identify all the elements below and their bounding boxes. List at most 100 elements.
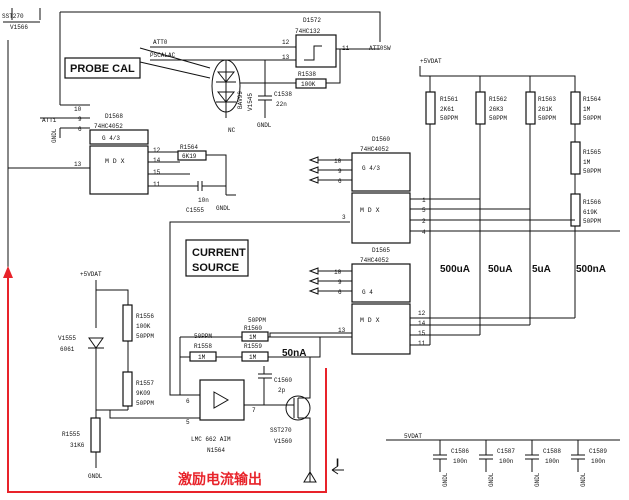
r1557-value: 9K09 — [136, 390, 151, 397]
r1563-value: 261K — [538, 106, 553, 113]
r1556-value: 100K — [136, 323, 151, 330]
c1586-value: 100n — [453, 458, 468, 465]
r1562-resistor — [475, 91, 486, 125]
r1555-gndl: GNDL — [88, 473, 103, 480]
d1565-pin-11: 11 — [418, 340, 426, 347]
d1560-input-arrows — [308, 156, 319, 184]
r1555-ref: R1555 — [62, 431, 80, 438]
d1572-ref: D1572 — [303, 17, 321, 24]
r1555-resistor — [90, 417, 101, 453]
v1560-ref: V1560 — [274, 438, 292, 445]
current-source-box — [185, 239, 249, 277]
c1589-gndl: GNDL — [580, 472, 587, 487]
r1562-ref: R1562 — [489, 96, 507, 103]
d1560-pin-1: 1 — [422, 197, 426, 204]
c1538-value: 22n — [276, 101, 287, 108]
r1556-r1557-wires — [96, 341, 200, 419]
c1588-ref: C1588 — [543, 448, 561, 455]
d1560-input-wires — [318, 159, 352, 181]
c1589-value: 100n — [591, 458, 606, 465]
c1538-gndl: GNDL — [257, 122, 272, 129]
d1560-pin-2: 2 — [422, 218, 426, 225]
r1556-ref: R1556 — [136, 313, 154, 320]
r1538-ref: R1538 — [298, 71, 316, 78]
att0-pscalac-wires — [150, 46, 296, 61]
r1560-ref: R1560 — [244, 325, 262, 332]
range-50ua: 50uA — [488, 264, 512, 275]
d1560-mdx: M D X — [360, 207, 380, 214]
d1565-control — [351, 263, 411, 303]
r1566-value: 619K — [583, 209, 598, 216]
r1565-ref: R1565 — [583, 149, 601, 156]
c1586-ref: C1586 — [451, 448, 469, 455]
bav99-ref: BAV99 — [237, 91, 244, 109]
pscalac-signal: PSCALAC — [150, 52, 176, 59]
d1572-part: 74HC132 — [295, 28, 321, 35]
d1568-pin-12: 12 — [153, 147, 161, 154]
d1568-pin-15: 15 — [153, 169, 161, 176]
r1566-resistor — [570, 193, 581, 227]
excitation-arrow-icon — [3, 266, 13, 278]
d1560-pin-5: 5 — [422, 207, 426, 214]
top-left-ref-label: V1566 — [10, 24, 28, 31]
d1560-output-wires — [410, 198, 620, 232]
v1555-diode-icon — [88, 337, 104, 410]
d1568-pin-13: 13 — [74, 161, 82, 168]
r1566-ref: R1566 — [583, 199, 601, 206]
d1568-ref: D1568 — [105, 113, 123, 120]
r1564-ref: R1564 — [180, 144, 198, 151]
feedback-wires — [179, 336, 352, 395]
r1564-value: 6K19 — [182, 153, 197, 160]
range-5ua: 5uA — [532, 264, 551, 275]
c1586-gndl: GNDL — [442, 472, 449, 487]
v1560-jfet-leads — [288, 390, 311, 430]
att0-signal: ATT0 — [153, 39, 168, 46]
v1555-ref: V1555 — [58, 335, 76, 342]
r1538-value: 100K — [301, 81, 316, 88]
n1564-pin-5: 5 — [186, 419, 190, 426]
i-marker-label: I — [336, 457, 339, 469]
vp5-rail-label: +5VDAT — [420, 58, 442, 65]
c1555-capacitor — [197, 181, 226, 191]
n1564-part: LMC 662 AIM — [191, 436, 231, 443]
c1588-capacitor — [525, 454, 539, 472]
nc-label: NC — [228, 127, 236, 134]
d1560-common-wire — [169, 221, 350, 396]
r1561-value: 2K61 — [440, 106, 455, 113]
c1588-value: 100n — [545, 458, 560, 465]
vp5-left-wires — [95, 280, 129, 328]
d1560-gate: G 4/3 — [362, 165, 380, 172]
excitation-output-label: 激励电流输出 — [178, 471, 262, 488]
d1572-pin-12: 12 — [282, 39, 290, 46]
n1564-pin-6: 6 — [186, 398, 190, 405]
n1564-ref: N1564 — [207, 447, 225, 454]
c1555-ref: C1555 — [186, 207, 204, 214]
d1560-pin-10: 10 — [334, 158, 342, 165]
c1589-capacitor — [571, 454, 585, 472]
c1589-ref: C1589 — [589, 448, 607, 455]
r1562-tol: 50PPM — [489, 115, 507, 122]
r1565-value: 1M — [583, 159, 591, 166]
i-marker-arrow — [331, 465, 344, 475]
d1560-control — [351, 152, 411, 192]
r1565-tol: 50PPM — [583, 168, 601, 175]
d1565-pin-9: 9 — [338, 279, 342, 286]
v1555-value: 6061 — [60, 346, 75, 353]
r1556-tol: 50PPM — [136, 333, 154, 340]
d1560-pin-3: 3 — [342, 214, 346, 221]
current-source-label-1: CURRENT — [192, 247, 246, 259]
r1564b-tol: 50PPM — [583, 115, 601, 122]
c1586-capacitor — [433, 454, 447, 472]
r1557-resistor — [122, 371, 133, 407]
d1565-part: 74HC4052 — [360, 257, 389, 264]
d1565-input-wires — [318, 270, 352, 292]
d1568-mux — [89, 145, 149, 195]
probe-cal-feed-wires — [139, 47, 211, 79]
att0sw-signal: ATT0SW — [369, 45, 391, 52]
r1563-tol: 50PPM — [538, 115, 556, 122]
excitation-output-highlight — [7, 268, 327, 493]
bav99-diode-icon — [216, 60, 236, 118]
d1560-pin-4: 4 — [422, 229, 426, 236]
r1560-value: 1M — [249, 334, 257, 341]
